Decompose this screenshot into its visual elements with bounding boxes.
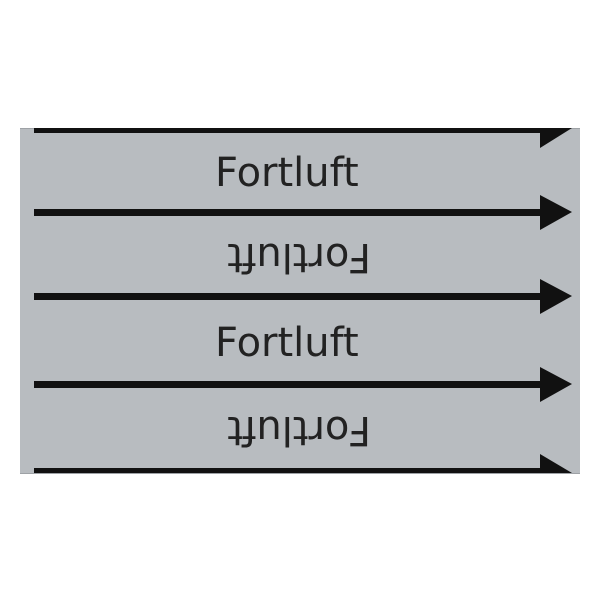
pipe-marker-label bbox=[20, 128, 580, 474]
medium-label-text: Fortluft bbox=[215, 150, 359, 196]
medium-label-text-inverted: Fortluft bbox=[227, 234, 371, 280]
medium-label-text-inverted: Fortluft bbox=[227, 407, 371, 453]
medium-label-text: Fortluft bbox=[215, 320, 359, 366]
